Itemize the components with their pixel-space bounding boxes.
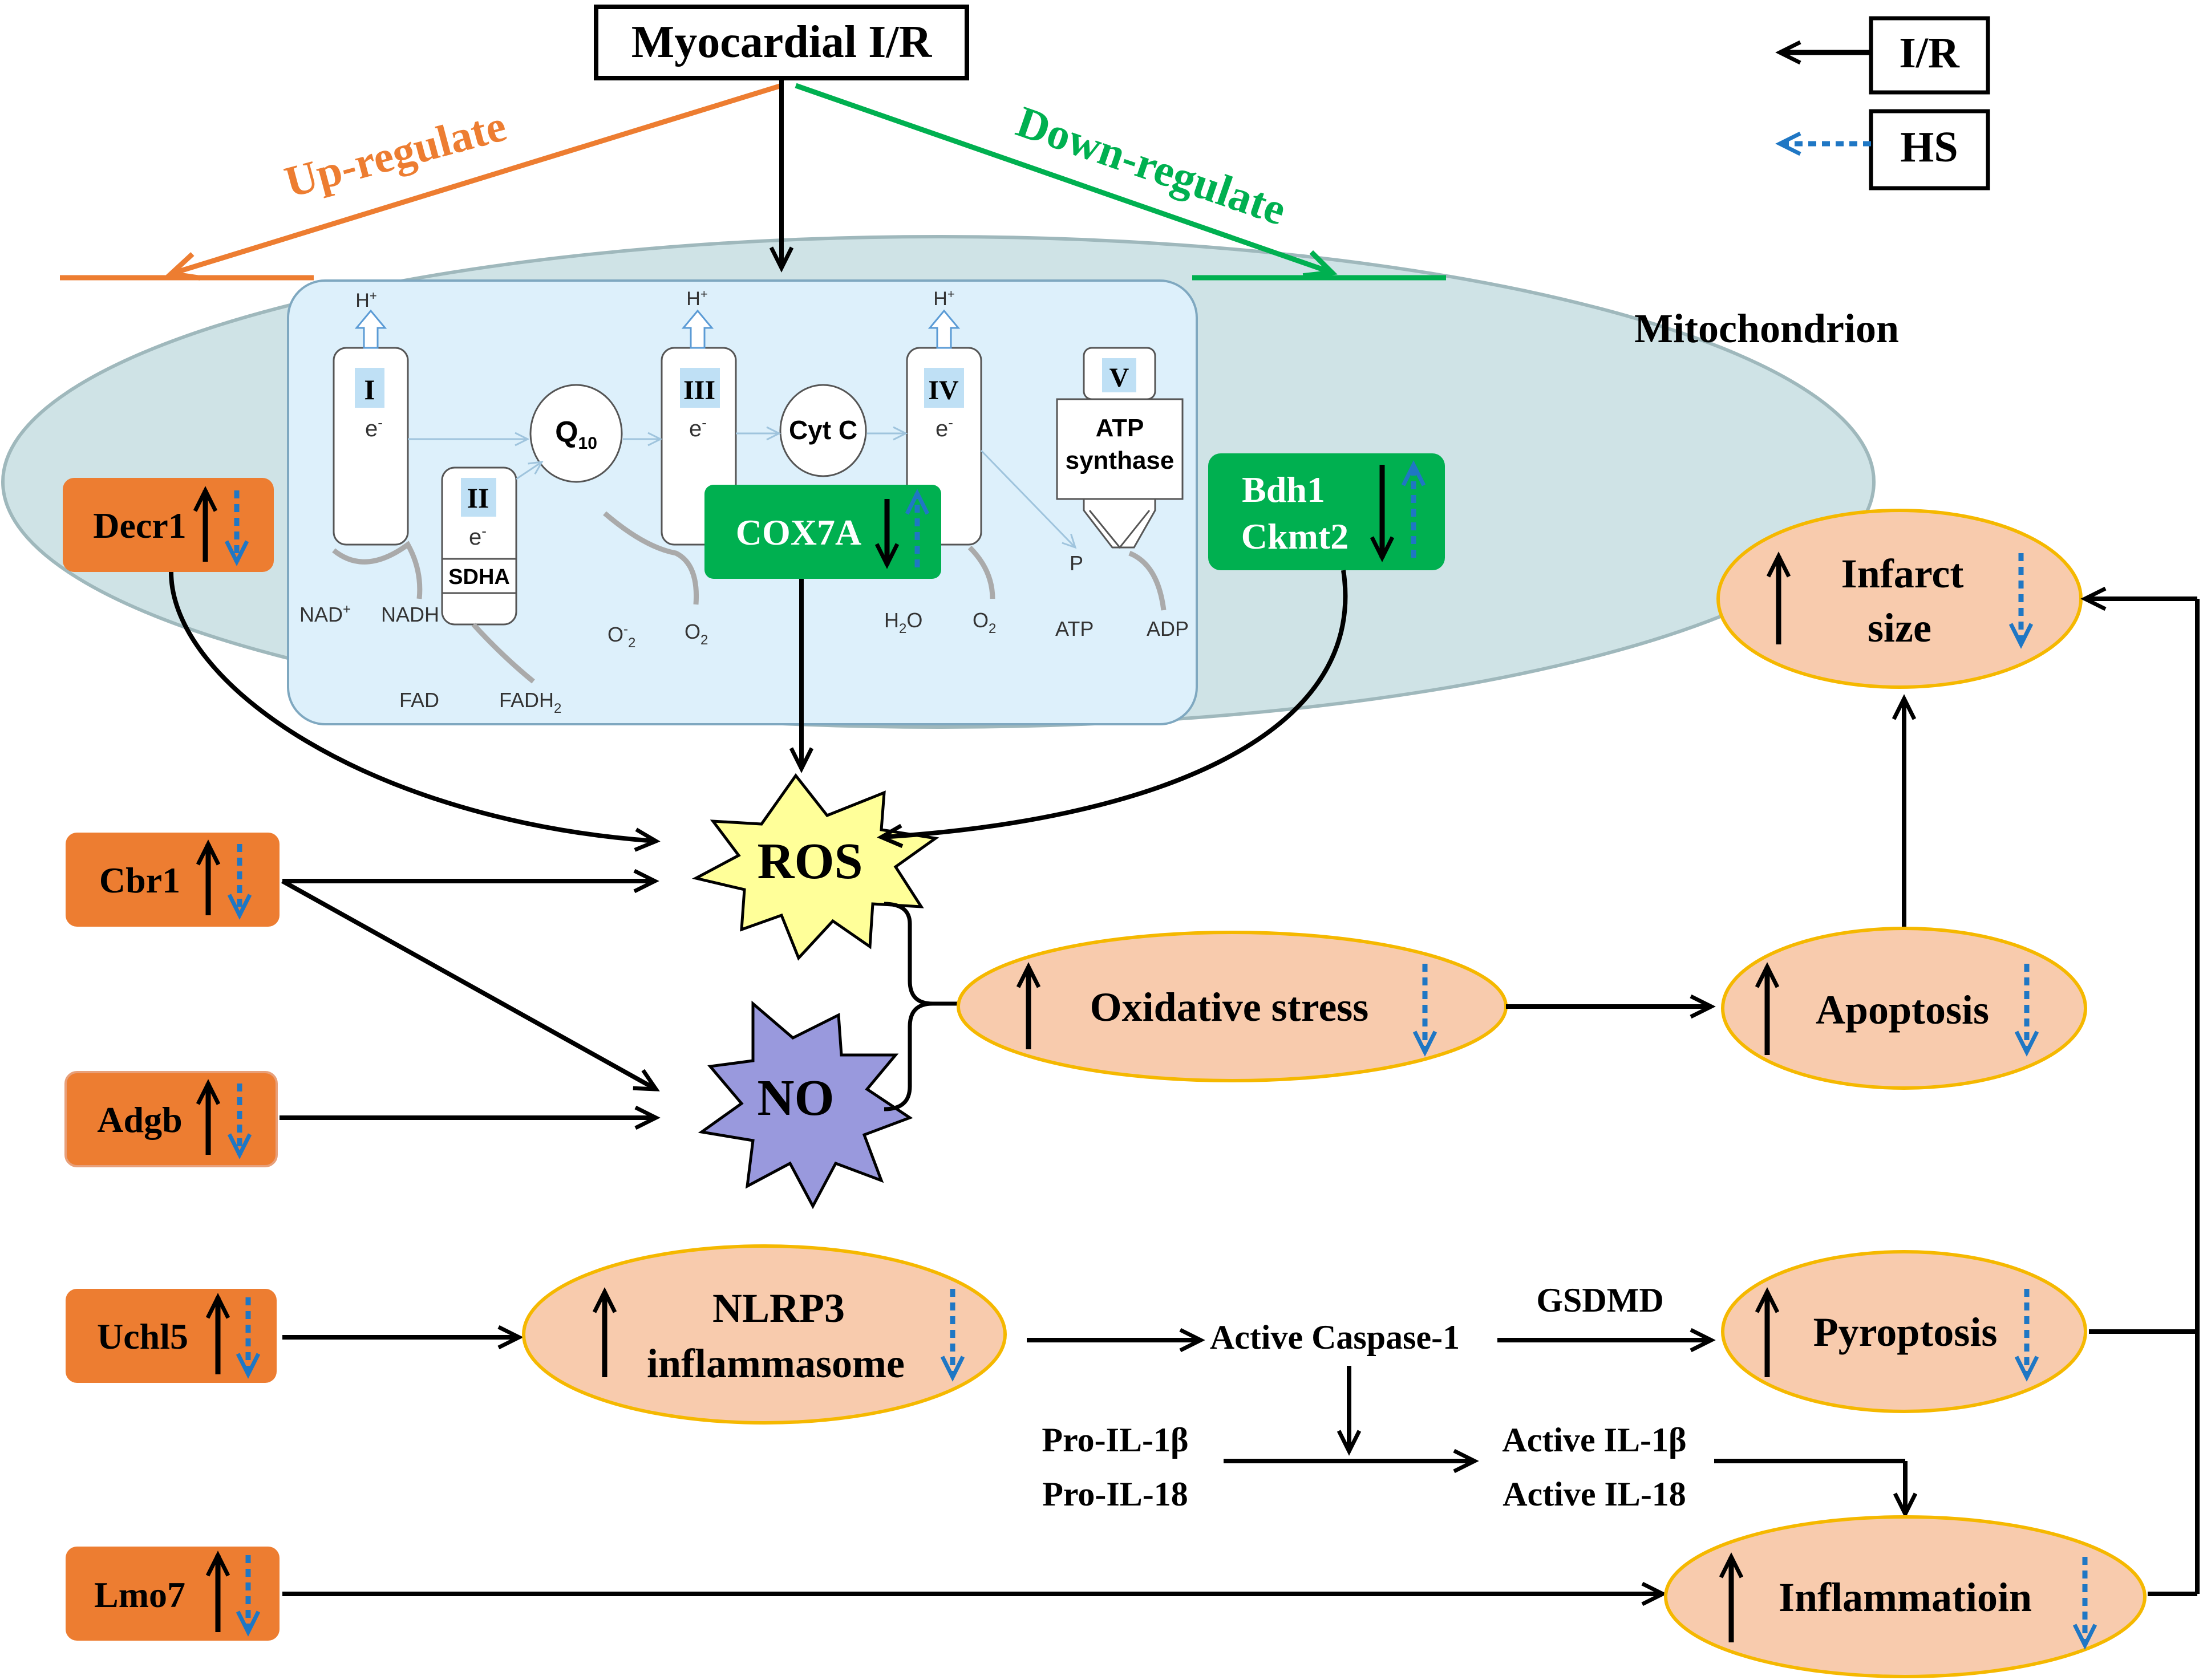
complex-i-label: I xyxy=(364,374,375,405)
infarct-size-node xyxy=(1716,509,2083,689)
fad-label: FAD xyxy=(399,688,439,712)
active-il1b-label: Active IL-1β xyxy=(1502,1421,1686,1459)
atp-synthase-line2: synthase xyxy=(1066,447,1175,474)
o2-curve-iii xyxy=(603,511,699,605)
complex-i-electron: e- xyxy=(365,414,383,441)
h2o-label: H2O xyxy=(884,608,922,636)
complex-iii-proton-arrow xyxy=(681,309,714,349)
fadh-curve xyxy=(471,622,535,684)
atp-curve xyxy=(1128,550,1167,611)
legend-ir-box xyxy=(1869,16,1990,95)
complex-iv-label: IV xyxy=(928,375,959,405)
complex-iii-proton: H+ xyxy=(686,287,707,310)
pyroptosis-label: Pyroptosis xyxy=(1813,1309,1998,1355)
active-il18-label: Active IL-18 xyxy=(1503,1475,1686,1513)
h2o-curve xyxy=(967,545,995,599)
uchl5-label: Uchl5 xyxy=(97,1316,188,1357)
nadh-curve xyxy=(332,541,423,599)
complex-ii-label-bg xyxy=(461,478,496,517)
adgb-box xyxy=(64,1071,278,1167)
flow-iv-atp xyxy=(980,449,1077,549)
complex-v-label-bg xyxy=(1102,358,1136,392)
inflammation-label: Inflammatioin xyxy=(1779,1575,2032,1620)
down-regulate-arrow xyxy=(795,83,1332,273)
no-label: NO xyxy=(758,1070,835,1126)
cbr1-label: Cbr1 xyxy=(99,860,180,900)
cbr1-box xyxy=(66,833,280,927)
complex-v-label: V xyxy=(1109,363,1129,393)
decr1-box xyxy=(63,478,274,572)
complex-iv-electron: e- xyxy=(936,414,953,441)
p-label: P xyxy=(1070,551,1083,575)
up-regulate-label: Up-regulate xyxy=(280,100,511,207)
pyroptosis-node xyxy=(1721,1250,2087,1413)
nlrp3-line1: NLRP3 xyxy=(712,1285,845,1331)
ros-label: ROS xyxy=(757,833,862,890)
sdha-box xyxy=(441,558,517,594)
bdh1-to-ros-arrow xyxy=(877,570,1348,848)
complex-iv-label-bg xyxy=(924,368,964,408)
decr1-to-ros-arrow xyxy=(169,571,661,852)
infarct-size-line2: size xyxy=(1868,605,1931,651)
pro-il18-label: Pro-IL-18 xyxy=(1042,1475,1188,1513)
cytc-label: Cyt C xyxy=(789,415,857,445)
complex-ii-label: II xyxy=(467,482,489,514)
lmo7-label: Lmo7 xyxy=(94,1575,185,1615)
flow-ii-q10 xyxy=(516,461,544,480)
legend-hs-label: HS xyxy=(1900,123,1958,171)
o2minus-label: O-2 xyxy=(608,622,635,651)
complex-iii-label-bg xyxy=(680,368,720,408)
nad-label: NAD+ xyxy=(299,602,351,626)
cox7a-label: COX7A xyxy=(736,512,861,553)
inflammation-node xyxy=(1664,1515,2147,1678)
nlrp3-node xyxy=(522,1244,1007,1425)
sdha-label: SDHA xyxy=(448,565,510,589)
adgb-label: Adgb xyxy=(97,1099,182,1140)
complex-iii-electron: e- xyxy=(689,414,707,441)
complex-iv-proton-arrow xyxy=(928,309,961,349)
up-regulate-arrow xyxy=(171,83,783,274)
o2-label-iv: O2 xyxy=(973,608,996,636)
complex-iii-label: III xyxy=(683,375,715,405)
o2-label-iii: O2 xyxy=(685,620,708,648)
apoptosis-label: Apoptosis xyxy=(1816,987,1989,1033)
complex-i-label-bg xyxy=(355,368,384,408)
apoptosis-node xyxy=(1721,927,2087,1090)
atp-synthase-arrowhead xyxy=(1088,510,1151,549)
pro-il1b-label: Pro-IL-1β xyxy=(1042,1421,1188,1459)
cbr1-to-no-arrow xyxy=(281,879,660,1091)
atp-synthase-line1: ATP xyxy=(1096,414,1144,442)
no-star xyxy=(698,1000,913,1210)
ros-no-bracket xyxy=(884,902,933,1111)
oxidative-stress-label: Oxidative stress xyxy=(1090,984,1369,1030)
fadh2-label: FADH2 xyxy=(499,688,561,716)
down-regulate-label: Down-regulate xyxy=(1011,96,1293,235)
q10-label: Q10 xyxy=(555,416,597,453)
q10-circle xyxy=(529,384,623,483)
myocardial-ir-label: Myocardial I/R xyxy=(631,17,933,67)
infarct-size-line1: Infarct xyxy=(1841,551,1964,596)
gsdmd-label: GSDMD xyxy=(1536,1281,1663,1319)
mitochondrion-label: Mitochondrion xyxy=(1634,306,1899,351)
complex-ii-electron: e- xyxy=(469,522,487,550)
atp-label: ATP xyxy=(1055,617,1094,640)
myocardial-ir-box xyxy=(594,5,969,80)
decr1-label: Decr1 xyxy=(93,505,186,546)
adp-label: ADP xyxy=(1147,617,1189,640)
bdh1-label: Bdh1 xyxy=(1242,469,1325,510)
legend-hs-box xyxy=(1869,109,1990,190)
complex-iv-proton: H+ xyxy=(933,287,954,310)
caspase-label: Active Caspase-1 xyxy=(1210,1318,1460,1356)
complex-i-proton: H+ xyxy=(355,289,376,311)
nadh-label: NADH xyxy=(381,603,439,626)
complex-i-proton-arrow xyxy=(354,309,387,349)
legend-ir-label: I/R xyxy=(1899,29,1960,77)
nlrp3-line2: inflammasome xyxy=(647,1341,905,1386)
ckmt2-label: Ckmt2 xyxy=(1241,516,1348,557)
